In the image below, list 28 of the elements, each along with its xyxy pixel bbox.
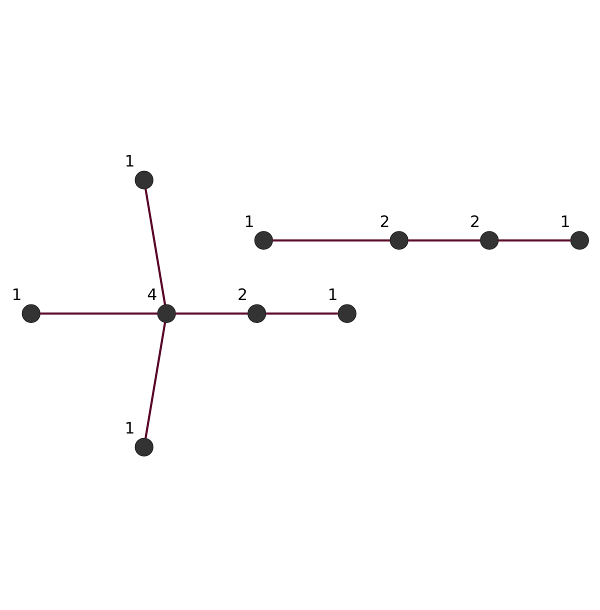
node-label: 1: [124, 418, 135, 438]
node-label: 1: [124, 152, 135, 170]
node-circle: [390, 231, 408, 250]
connector: [498, 239, 570, 242]
node-circle: [254, 231, 273, 250]
connector: [272, 239, 390, 242]
node-label: 1: [560, 212, 570, 231]
connector: [144, 322, 166, 438]
node-label: 2: [380, 212, 390, 231]
node-circle: [570, 231, 589, 250]
node-label: 1: [328, 285, 338, 304]
connector: [176, 312, 248, 315]
node-label: 4: [147, 285, 158, 304]
node-circle: [480, 231, 499, 250]
connector: [144, 188, 166, 305]
connector: [408, 239, 480, 242]
node-label: 2: [470, 212, 480, 231]
node-circle: [22, 304, 40, 323]
node-circle: [248, 304, 266, 323]
node-circle: [338, 304, 356, 323]
node-label: 1: [244, 212, 254, 231]
connector: [40, 312, 158, 315]
node-circle: [157, 304, 176, 323]
node-label: 2: [237, 285, 248, 304]
node-label: 1: [12, 285, 22, 304]
node-circle: [134, 170, 154, 190]
connector: [266, 312, 338, 315]
node-circle: [134, 438, 154, 456]
